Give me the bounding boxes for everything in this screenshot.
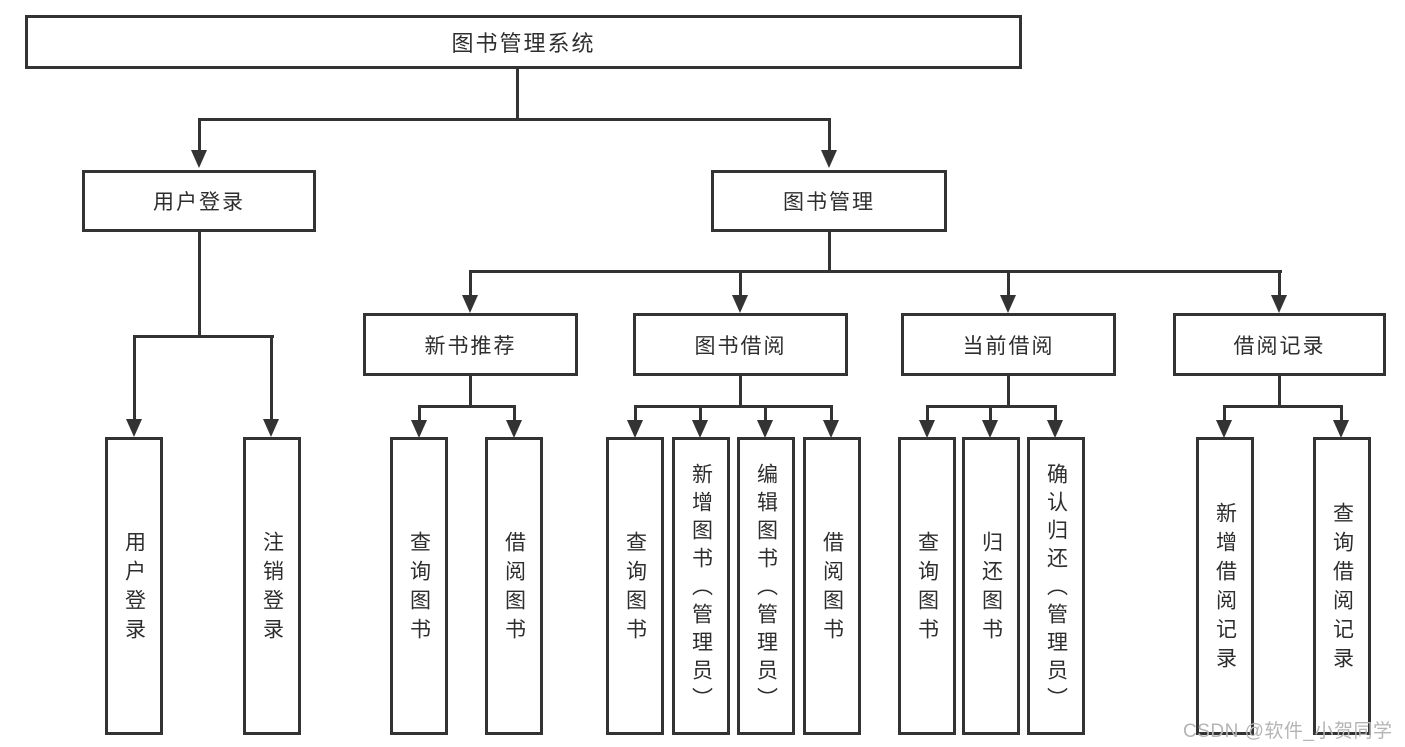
connector-shaft xyxy=(1340,405,1343,421)
connector-shaft xyxy=(513,405,516,421)
arrow-head-icon xyxy=(1333,420,1349,438)
connector-userlogin-bar xyxy=(133,335,274,338)
connector-shaft xyxy=(469,270,472,298)
arrow-head-icon xyxy=(757,420,773,438)
connector-userlogin-stem xyxy=(198,232,201,337)
connector-stem xyxy=(469,376,472,407)
leaf-add-book-admin: 新增图书（管理员） xyxy=(672,437,730,735)
connector-shaft xyxy=(764,405,767,421)
arrow-head-icon xyxy=(627,420,643,438)
node-borrowing-records: 借阅记录 xyxy=(1173,313,1386,376)
leaf-edit-book-admin: 编辑图书（管理员） xyxy=(737,437,795,735)
arrow-head-icon xyxy=(1000,295,1016,313)
arrow-head-icon xyxy=(263,419,279,437)
arrow-head-icon xyxy=(462,295,478,313)
leaf-add-borrow-record: 新增借阅记录 xyxy=(1196,437,1254,735)
arrow-head-icon xyxy=(191,150,207,168)
connector-bookmgmt-bar xyxy=(469,270,1282,273)
connector-bar xyxy=(418,405,516,408)
arrow-head-icon xyxy=(823,420,839,438)
connector-root-stem xyxy=(516,69,519,120)
leaf-borrow-books-recommend: 借阅图书 xyxy=(485,437,543,735)
connector-root-bar xyxy=(198,118,831,121)
connector-shaft xyxy=(1223,405,1226,421)
connector-shaft xyxy=(739,270,742,298)
connector-shaft xyxy=(1007,270,1010,298)
connector-stem xyxy=(739,376,742,407)
leaf-query-borrow-record: 查询借阅记录 xyxy=(1313,437,1371,735)
leaf-return-books: 归还图书 xyxy=(962,437,1020,735)
connector-bar xyxy=(634,405,833,408)
connector-shaft xyxy=(634,405,637,421)
leaf-logout: 注销登录 xyxy=(243,437,301,735)
node-user-login: 用户登录 xyxy=(82,170,316,232)
arrow-head-icon xyxy=(732,295,748,313)
connector-stem xyxy=(1007,376,1010,407)
leaf-user-login: 用户登录 xyxy=(105,437,163,735)
arrow-head-icon xyxy=(1047,420,1063,438)
arrow-head-icon xyxy=(982,420,998,438)
node-book-borrowing: 图书借阅 xyxy=(633,313,848,376)
arrow-head-icon xyxy=(919,420,935,438)
connector-shaft xyxy=(418,405,421,421)
connector-shaft xyxy=(828,118,831,152)
connector-shaft xyxy=(133,335,136,420)
connector-bookmgmt-stem xyxy=(828,232,831,272)
arrow-head-icon xyxy=(1271,295,1287,313)
node-root: 图书管理系统 xyxy=(25,15,1022,69)
arrow-head-icon xyxy=(411,420,427,438)
connector-bar xyxy=(1223,405,1342,408)
leaf-borrow-books-borrowing: 借阅图书 xyxy=(803,437,861,735)
connector-shaft xyxy=(989,405,992,421)
connector-shaft xyxy=(699,405,702,421)
connector-stem xyxy=(1278,376,1281,407)
connector-shaft xyxy=(1278,270,1281,298)
watermark-text: CSDN @软件_小贺同学 xyxy=(1183,721,1393,742)
leaf-query-books-recommend: 查询图书 xyxy=(390,437,448,735)
leaf-query-books-current: 查询图书 xyxy=(898,437,956,735)
node-current-borrowing: 当前借阅 xyxy=(901,313,1116,376)
arrow-head-icon xyxy=(1216,420,1232,438)
arrow-head-icon xyxy=(506,420,522,438)
node-new-book-recommend: 新书推荐 xyxy=(363,313,578,376)
leaf-query-books-borrowing: 查询图书 xyxy=(606,437,664,735)
leaf-confirm-return-admin: 确认归还（管理员） xyxy=(1027,437,1085,735)
connector-shaft xyxy=(198,118,201,152)
arrow-head-icon xyxy=(692,420,708,438)
arrow-head-icon xyxy=(821,150,837,168)
connector-shaft xyxy=(926,405,929,421)
connector-shaft xyxy=(830,405,833,421)
arrow-head-icon xyxy=(126,419,142,437)
connector-shaft xyxy=(270,335,273,420)
connector-shaft xyxy=(1054,405,1057,421)
node-book-management: 图书管理 xyxy=(711,170,947,232)
